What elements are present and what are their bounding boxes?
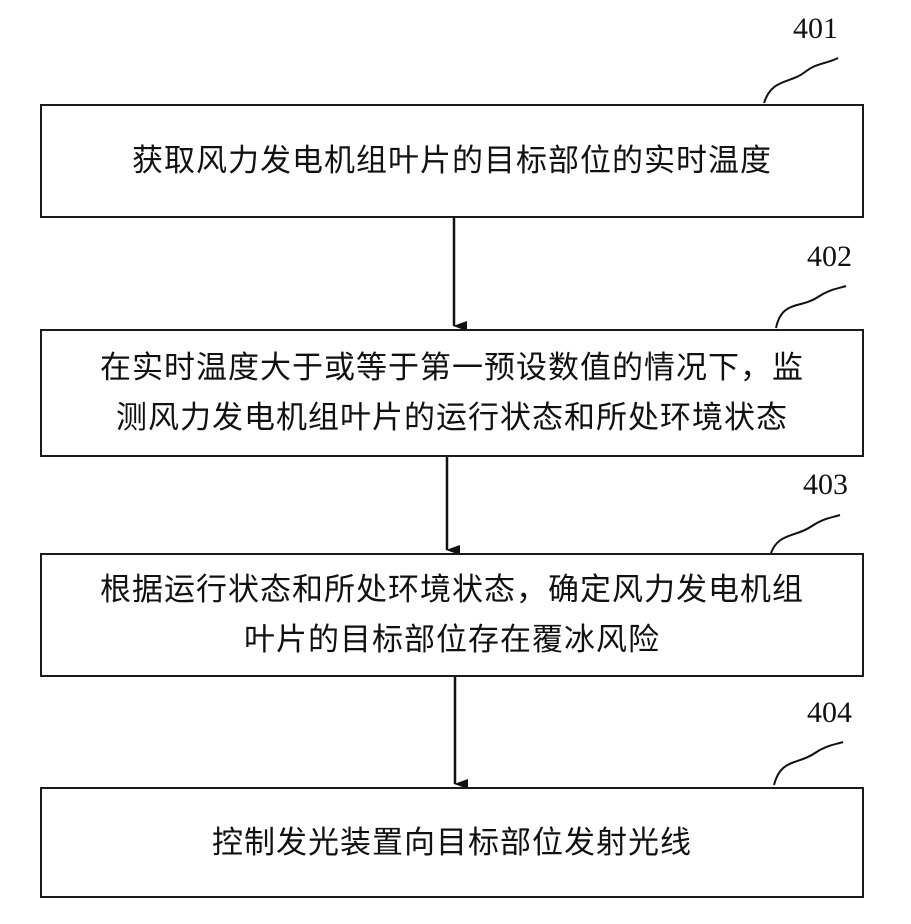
step-401-line-1: 获取风力发电机组叶片的目标部位的实时温度 [132, 136, 772, 186]
step-number-402: 402 [807, 240, 852, 274]
step-text-401: 获取风力发电机组叶片的目标部位的实时温度 [132, 136, 772, 186]
step-box-404: 控制发光装置向目标部位发射光线 [40, 787, 864, 898]
step-number-403: 403 [803, 468, 848, 502]
step-box-401: 获取风力发电机组叶片的目标部位的实时温度 [40, 104, 864, 218]
step-number-404: 404 [807, 696, 852, 730]
step-box-402: 在实时温度大于或等于第一预设数值的情况下，监 测风力发电机组叶片的运行状态和所处… [40, 329, 864, 457]
step-403-line-1: 根据运行状态和所处环境状态，确定风力发电机组 [100, 565, 804, 615]
step-402-line-2: 测风力发电机组叶片的运行状态和所处环境状态 [100, 393, 804, 443]
leader-line-402 [776, 286, 846, 328]
step-text-404: 控制发光装置向目标部位发射光线 [212, 818, 692, 868]
leader-line-404 [774, 742, 843, 785]
step-402-line-1: 在实时温度大于或等于第一预设数值的情况下，监 [100, 343, 804, 393]
step-404-line-1: 控制发光装置向目标部位发射光线 [212, 818, 692, 868]
leader-line-403 [770, 515, 840, 556]
leader-line-401 [764, 58, 838, 103]
step-text-403: 根据运行状态和所处环境状态，确定风力发电机组 叶片的目标部位存在覆冰风险 [100, 565, 804, 665]
step-text-402: 在实时温度大于或等于第一预设数值的情况下，监 测风力发电机组叶片的运行状态和所处… [100, 343, 804, 443]
step-box-403: 根据运行状态和所处环境状态，确定风力发电机组 叶片的目标部位存在覆冰风险 [40, 553, 864, 677]
step-number-401: 401 [793, 12, 838, 46]
step-403-line-2: 叶片的目标部位存在覆冰风险 [100, 615, 804, 665]
